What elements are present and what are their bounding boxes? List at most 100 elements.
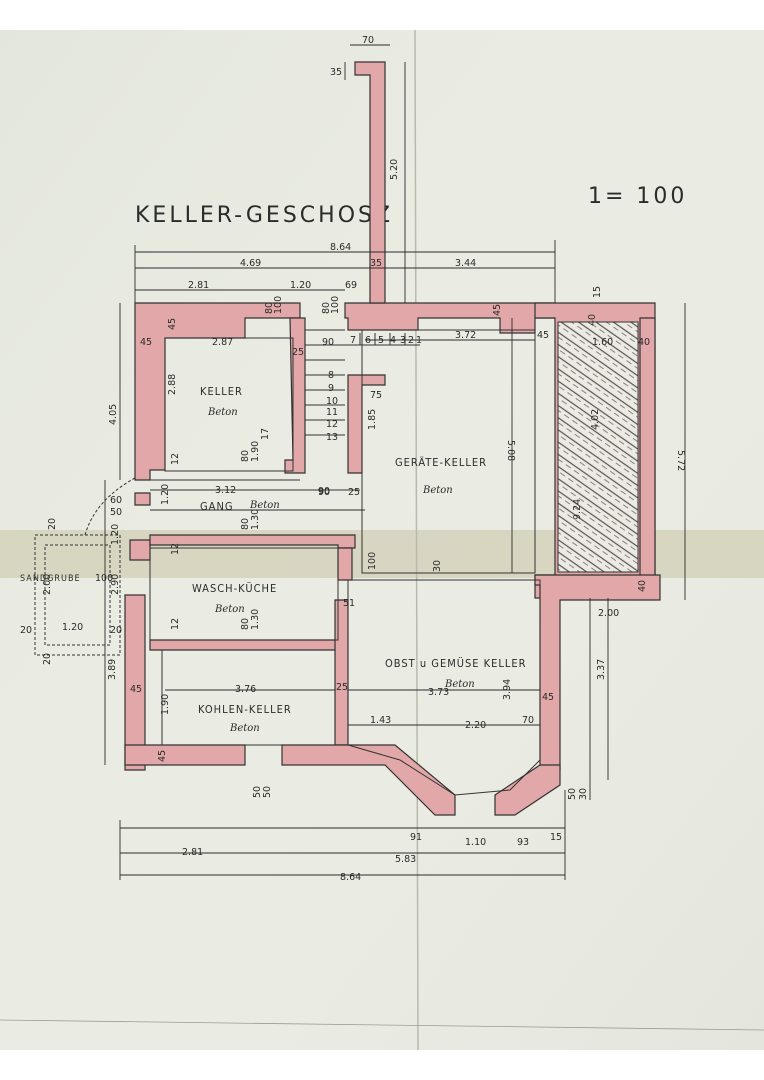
dimension-label: 10 bbox=[326, 396, 338, 407]
dimension-label: 91 bbox=[410, 832, 422, 843]
dimension-label: 2.81 bbox=[188, 280, 209, 291]
dimension-label: 3.12 bbox=[215, 485, 236, 496]
dimension-label: 45 bbox=[130, 684, 142, 695]
dimension-label: 13 bbox=[326, 432, 338, 443]
dimension-label: 8.64 bbox=[330, 242, 351, 253]
dimension-label: 2.90 bbox=[110, 574, 121, 595]
dim-chim-35: 35 bbox=[330, 67, 342, 78]
dimension-label: 1.90 bbox=[250, 441, 261, 462]
dim-sg-100: 100 bbox=[95, 573, 113, 584]
dimension-label: 11 bbox=[326, 407, 338, 418]
dimension-label: 40 bbox=[587, 314, 598, 326]
dimension-label: 3.44 bbox=[455, 258, 476, 269]
dimension-label: 2.20 bbox=[465, 720, 486, 731]
dimension-label: 60 bbox=[110, 495, 122, 506]
dimension-label: 5 bbox=[378, 335, 384, 346]
dimension-label: 2 bbox=[408, 335, 414, 346]
dimension-label: 70 bbox=[522, 715, 534, 726]
dimension-label: 80 bbox=[240, 450, 251, 462]
dimension-label: 100 bbox=[273, 296, 284, 314]
room-gang-floor: Beton bbox=[249, 500, 280, 511]
dimension-label: 15 bbox=[550, 832, 562, 843]
room-obst-floor: Beton bbox=[444, 679, 475, 690]
dimension-label: 90 bbox=[318, 487, 330, 498]
dimension-label: 100 bbox=[330, 296, 341, 314]
dimension-label: 9 bbox=[328, 383, 334, 394]
dimension-label: 20 bbox=[20, 625, 32, 636]
dimension-label: 25 bbox=[336, 682, 348, 693]
dimension-label: 50 bbox=[110, 507, 122, 518]
dimension-label: 1.10 bbox=[465, 837, 486, 848]
dimension-label: 20 bbox=[110, 625, 122, 636]
dimension-label: 30 bbox=[578, 788, 589, 800]
dimension-label: 90 bbox=[322, 337, 334, 348]
dimension-label: 90 bbox=[318, 486, 330, 497]
dimension-label: 4.05 bbox=[108, 404, 119, 425]
plan-title: KELLER-GESCHOSZ bbox=[135, 203, 393, 228]
dimension-label: 2.88 bbox=[167, 374, 178, 395]
room-geraete-floor: Beton bbox=[422, 485, 453, 496]
dimension-label: 12 bbox=[326, 419, 338, 430]
dimension-label: 4.02 bbox=[590, 409, 601, 430]
dimension-label: 8.64 bbox=[340, 872, 361, 883]
dimension-label: 45 bbox=[157, 750, 168, 762]
dimension-label: 3.72 bbox=[455, 330, 476, 341]
dimension-label: 1.30 bbox=[250, 509, 261, 530]
dimension-label: 3.89 bbox=[107, 659, 118, 680]
dimension-label: 9.24 bbox=[572, 499, 583, 520]
dimension-label: 5.08 bbox=[505, 440, 516, 461]
room-gang: GANG bbox=[200, 500, 234, 513]
dimension-label: 25 bbox=[292, 347, 304, 358]
dimension-label: 2.87 bbox=[212, 337, 233, 348]
dimension-label: 1.20 bbox=[62, 622, 83, 633]
dimension-label: 3.76 bbox=[235, 684, 256, 695]
dimension-label: 75 bbox=[370, 390, 382, 401]
dimension-label: 20 bbox=[42, 653, 53, 665]
sandgrube bbox=[34, 477, 136, 656]
dimension-label: 80 bbox=[321, 302, 332, 314]
dimension-label: 8 bbox=[328, 370, 334, 381]
dimension-label: 6 bbox=[365, 335, 371, 346]
dimension-label: 80 bbox=[264, 302, 275, 314]
dim-chim-70: 70 bbox=[362, 35, 374, 46]
dimension-label: 69 bbox=[345, 280, 357, 291]
room-keller: KELLER bbox=[200, 385, 243, 398]
dimension-label: 50 bbox=[262, 786, 273, 798]
dimension-label: 3.37 bbox=[596, 659, 607, 680]
dimension-label: 17 bbox=[260, 428, 271, 440]
dimension-label: 45 bbox=[167, 318, 178, 330]
dimension-label: 1 bbox=[416, 335, 422, 346]
dimension-label: 50 bbox=[252, 786, 263, 798]
dimension-label: 2.00 bbox=[598, 608, 619, 619]
room-kohlen: KOHLEN-KELLER bbox=[198, 703, 292, 716]
dimension-label: 3.94 bbox=[502, 679, 513, 700]
dimension-label: 1.20 bbox=[290, 280, 311, 291]
dimension-label: 45 bbox=[492, 304, 503, 316]
dimension-label: 93 bbox=[517, 837, 529, 848]
hatched-storage bbox=[557, 321, 639, 573]
dimension-label: 45 bbox=[537, 330, 549, 341]
dimension-label: 1.20 bbox=[160, 484, 171, 505]
dimension-label: 1.85 bbox=[367, 409, 378, 430]
dimension-label: 25 bbox=[348, 487, 360, 498]
room-geraete: GERÄTE-KELLER bbox=[395, 456, 487, 469]
dimension-label: 4.69 bbox=[240, 258, 261, 269]
dimension-label: 1.90 bbox=[160, 694, 171, 715]
stair-numbers: 7 6 5 4 3 2 1 8 9 10 11 12 13 bbox=[326, 335, 422, 443]
dimension-label: 3 bbox=[400, 335, 406, 346]
dimension-label: 40 bbox=[638, 337, 650, 348]
dimension-label: 5.83 bbox=[395, 854, 416, 865]
room-wasch-floor: Beton bbox=[214, 604, 245, 615]
room-kohlen-floor: Beton bbox=[229, 723, 260, 734]
room-sandgrube: SANDGRUBE bbox=[20, 574, 81, 584]
dimension-label: 2.81 bbox=[182, 847, 203, 858]
dimension-label: 7 bbox=[350, 335, 356, 346]
chimney bbox=[344, 44, 406, 304]
dimension-label: 1.30 bbox=[250, 609, 261, 630]
dimension-label: 12 bbox=[170, 618, 181, 630]
dimension-label: 12 bbox=[170, 543, 181, 555]
dimension-label: 80 bbox=[240, 518, 251, 530]
dimension-label: 4 bbox=[390, 335, 396, 346]
dim-chim-520: 5.20 bbox=[389, 159, 400, 180]
dimension-label: 15 bbox=[592, 286, 603, 298]
